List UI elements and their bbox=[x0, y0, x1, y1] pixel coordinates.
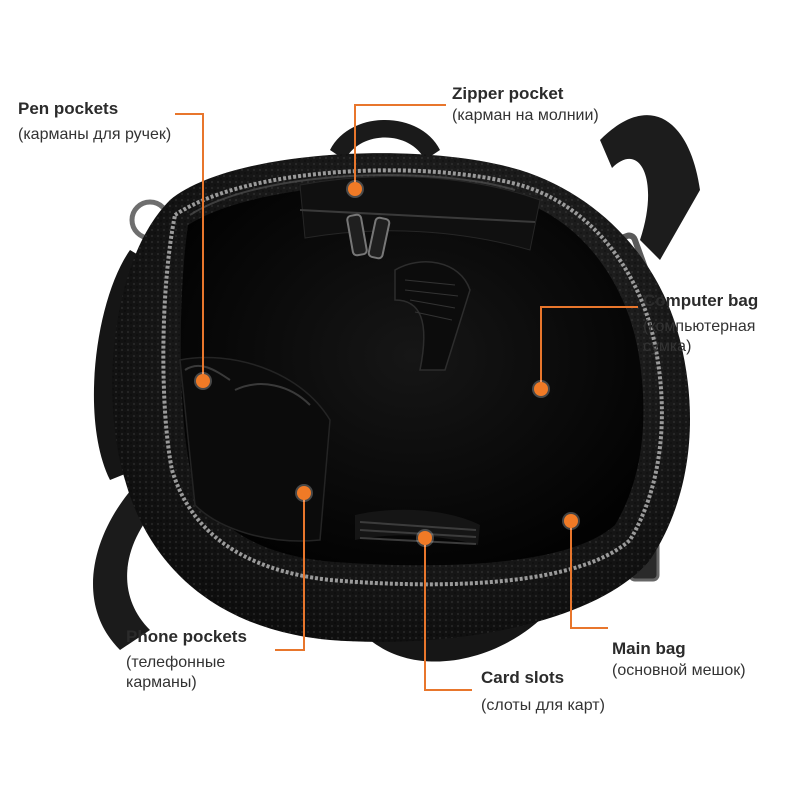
main-bag-label: Main bag (основной мешок) bbox=[612, 638, 746, 681]
organizer-panel bbox=[179, 356, 331, 542]
zipper-pull-a bbox=[346, 213, 368, 257]
computer-bag-subtitle: (компьютерная сумка) bbox=[643, 318, 756, 356]
card-slots-title: Card slots bbox=[481, 668, 565, 687]
zipper-track bbox=[161, 168, 664, 587]
pen-pockets-subtitle: (карманы для ручек) bbox=[18, 126, 172, 144]
zipper-pull-b bbox=[367, 216, 391, 260]
computer-bag-marker bbox=[534, 382, 548, 396]
main-bag-marker bbox=[564, 514, 578, 528]
main-bag-leader-h bbox=[570, 627, 608, 629]
card-slots-label: Card slots (слоты для карт) bbox=[481, 667, 605, 716]
main-bag-title: Main bag bbox=[612, 639, 686, 658]
computer-bag-title: Computer bag bbox=[643, 291, 759, 310]
phone-pockets-title: Phone pockets bbox=[126, 627, 247, 646]
main-bag-leader-v bbox=[570, 521, 572, 629]
main-bag-subtitle: (основной мешок) bbox=[612, 662, 746, 680]
zipper-pocket-label: Zipper pocket (карман на молнии) bbox=[452, 83, 599, 126]
card-slots-leader-v bbox=[424, 538, 426, 691]
computer-bag-label: Computer bag (компьютерная сумка) bbox=[643, 290, 798, 357]
bottom-left-handle bbox=[93, 470, 175, 650]
phone-pockets-leader-v bbox=[303, 494, 305, 651]
zipper-pocket-subtitle: (карман на молнии) bbox=[452, 107, 599, 125]
phone-pockets-subtitle: (телефонные карманы) bbox=[126, 654, 226, 692]
zipper-pocket-leader-h bbox=[354, 104, 446, 106]
pen-pockets-label: Pen pockets (карманы для ручек) bbox=[18, 98, 178, 145]
pen-pockets-leader-h bbox=[175, 113, 203, 115]
pen-pockets-leader-v bbox=[202, 113, 204, 380]
phone-pockets-leader-h bbox=[275, 649, 305, 651]
pen-pockets-title: Pen pockets bbox=[18, 99, 119, 118]
computer-bag-leader-h bbox=[540, 306, 638, 308]
card-slots-subtitle: (слоты для карт) bbox=[481, 697, 605, 715]
pen-pockets-marker bbox=[196, 374, 210, 388]
zipper-pocket-title: Zipper pocket bbox=[452, 84, 564, 103]
zipper-pocket-marker bbox=[348, 182, 362, 196]
right-handle bbox=[600, 115, 700, 261]
zipper-pocket-leader-v bbox=[354, 104, 356, 188]
top-handle bbox=[330, 120, 440, 160]
card-slots-leader-h bbox=[424, 689, 472, 691]
phone-pockets-label: Phone pockets (телефонные карманы) bbox=[126, 626, 276, 693]
computer-bag-leader-v bbox=[540, 306, 542, 388]
left-handle bbox=[93, 250, 150, 480]
phone-pockets-marker bbox=[297, 486, 311, 500]
card-slots-marker bbox=[418, 531, 432, 545]
